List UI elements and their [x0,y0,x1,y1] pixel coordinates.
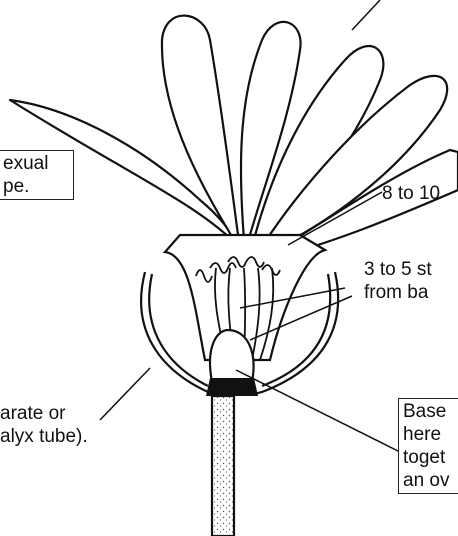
label-ovary-line2: here [403,423,458,446]
label-calyx-line1: arate or [0,402,88,425]
label-bisexual: exual pe. [0,150,74,200]
label-ovary-line1: Base [403,400,458,423]
label-stamens: 3 to 5 st from ba [364,258,432,304]
label-stamens-line2: from ba [364,281,432,304]
label-bisexual-line1: exual [3,152,69,175]
label-ovary: Base here toget an ov [398,398,458,494]
petals [10,16,458,262]
label-ovary-line4: an ov [403,469,458,492]
label-ovary-line3: toget [403,446,458,469]
ovary-base [206,378,258,396]
label-petals: 8 to 10 [382,182,440,205]
label-bisexual-line2: pe. [3,175,69,198]
label-calyx-line2: alyx tube). [0,425,88,448]
pedicel [212,396,234,536]
label-stamens-line1: 3 to 5 st [364,258,432,281]
label-calyx: arate or alyx tube). [0,402,88,448]
